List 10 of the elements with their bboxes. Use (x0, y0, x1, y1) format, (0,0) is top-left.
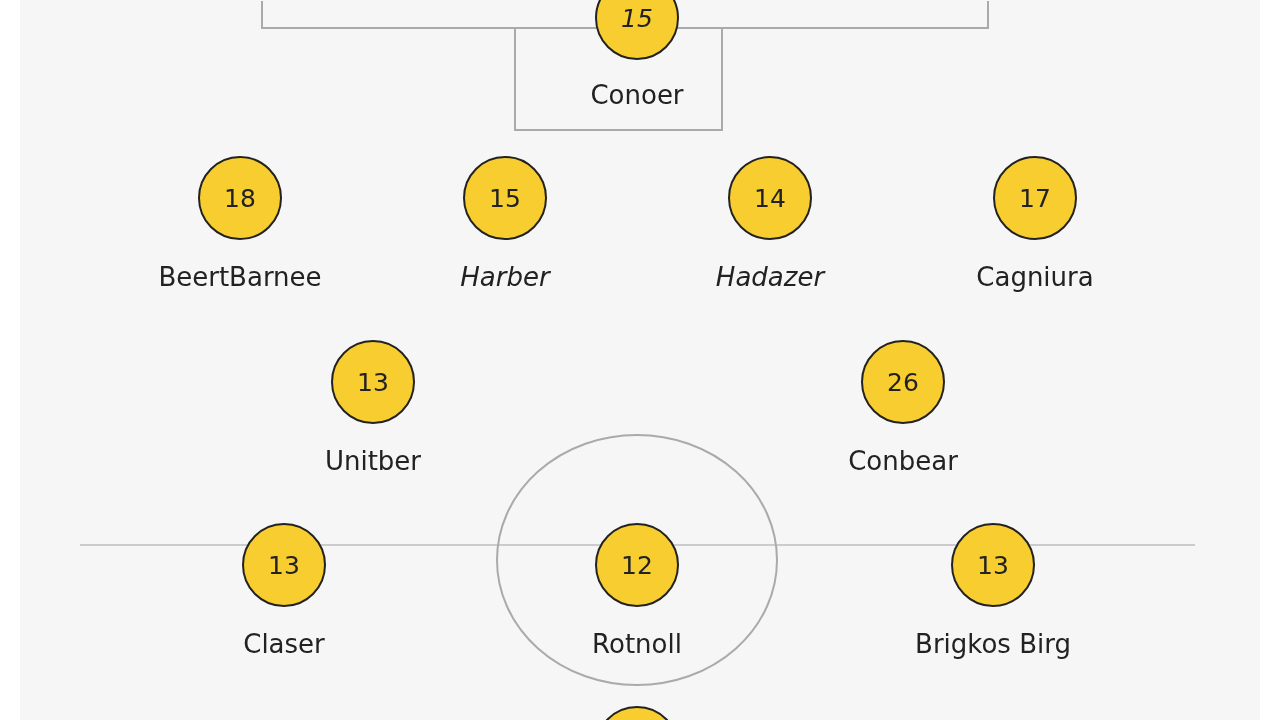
player-name: Cagniura (976, 262, 1094, 292)
player-name: Brigkos Birg (915, 629, 1071, 659)
player-name: Unitber (324, 446, 422, 476)
player-name: Harber (460, 262, 550, 292)
player-name: Claser (243, 629, 325, 659)
player-name: Hadazer (715, 262, 825, 292)
player-name: BeertBarnee (158, 262, 322, 292)
player-name: Conoer (590, 80, 684, 110)
player-name: Conbear (848, 446, 958, 476)
player-name: Rotnoll (592, 629, 682, 659)
